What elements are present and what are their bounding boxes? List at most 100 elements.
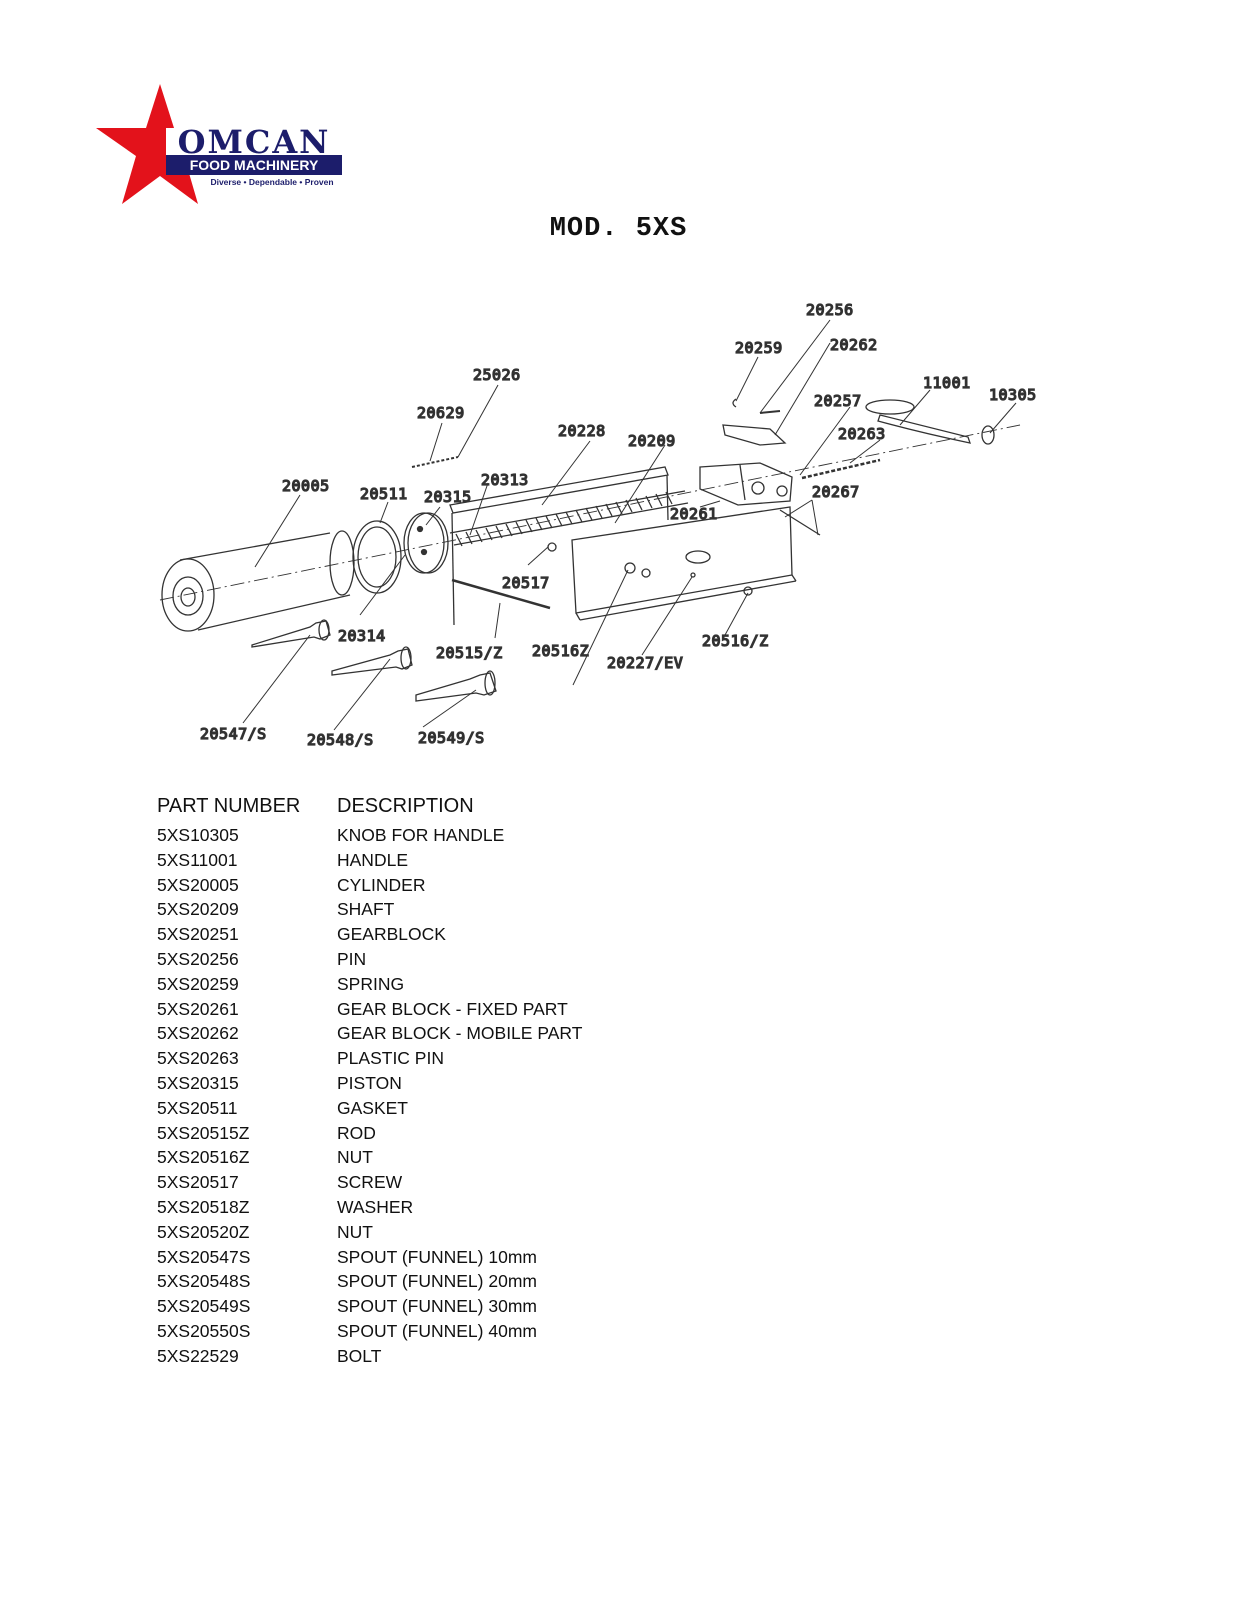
callout-20515-z: 20515/Z — [436, 644, 503, 662]
threaded-shaft-part — [449, 490, 689, 547]
part-number-cell: 5XS20515Z — [157, 1122, 250, 1143]
spout-30mm-part — [415, 670, 497, 702]
callout-20516z: 20516Z — [532, 642, 589, 660]
callout-20005: 20005 — [282, 477, 330, 495]
description-cell: ROD — [337, 1122, 376, 1143]
description-cell: SPRING — [337, 973, 405, 994]
callout-20516-z: 20516/Z — [702, 632, 769, 650]
spout-20mm-part — [331, 646, 413, 676]
description-cell: SPOUT (FUNNEL) 20mm — [337, 1271, 537, 1292]
part-number-cell: 5XS20262 — [157, 1023, 239, 1044]
description-cell: NUT — [337, 1147, 373, 1168]
brand-block — [166, 128, 342, 156]
red-star-icon — [96, 84, 224, 204]
part-number-cell: 5XS20005 — [157, 874, 239, 895]
callout-20629: 20629 — [417, 404, 465, 422]
table-row: 5XS20209 SHAFT — [157, 897, 737, 922]
description-cell: GEARBLOCK — [337, 924, 446, 945]
table-row: 5XS20261 GEAR BLOCK - FIXED PART — [157, 997, 737, 1022]
description-cell: WASHER — [337, 1196, 414, 1217]
callout-20267: 20267 — [812, 483, 860, 501]
table-row: 5XS20262 GEAR BLOCK - MOBILE PART — [157, 1021, 737, 1046]
part-number-cell: 5XS20209 — [157, 899, 239, 920]
lower-plate-part — [571, 506, 821, 621]
description-cell: SCREW — [337, 1172, 403, 1193]
omcan-logo: OMCAN FOOD MACHINERY Diverse • Dependabl… — [96, 84, 346, 206]
part-number-cell: 5XS20547S — [157, 1246, 251, 1267]
table-row: 5XS20547S SPOUT (FUNNEL) 10mm — [157, 1245, 737, 1270]
callout-20259: 20259 — [735, 339, 783, 357]
part-number-cell: 5XS20315 — [157, 1072, 239, 1093]
part-number-cell: 5XS20517 — [157, 1172, 239, 1193]
part-number-cell: 5XS22529 — [157, 1345, 239, 1366]
table-row: 5XS20315 PISTON — [157, 1071, 737, 1096]
callout-20313: 20313 — [481, 471, 529, 489]
callout-11001: 11001 — [923, 374, 971, 392]
part-number-cell: 5XS20550S — [157, 1320, 251, 1341]
table-row: 5XS22529 BOLT — [157, 1344, 737, 1369]
callout-20262: 20262 — [830, 336, 878, 354]
callout-10305: 10305 — [989, 386, 1037, 404]
callout-20511: 20511 — [360, 485, 408, 503]
description-cell: BOLT — [337, 1345, 382, 1366]
part-number-cell: 5XS11001 — [157, 849, 238, 870]
description-cell: KNOB FOR HANDLE — [337, 825, 505, 845]
part-number-cell: 5XS20516Z — [157, 1147, 250, 1168]
parts-table: PART NUMBER DESCRIPTION 5XS10305 KNOB FOR… — [157, 795, 737, 1369]
description-cell: SHAFT — [337, 899, 395, 920]
handle-part — [865, 399, 971, 444]
description-cell: GASKET — [337, 1097, 408, 1118]
callout-20314: 20314 — [338, 627, 386, 645]
callout-20209: 20209 — [628, 432, 676, 450]
table-row: 5XS20263 PLASTIC PIN — [157, 1046, 737, 1071]
part-number-cell: 5XS20548S — [157, 1271, 251, 1292]
part-number-cell: 5XS10305 — [157, 825, 239, 845]
brand-name: OMCAN — [178, 123, 331, 161]
part-number-cell: 5XS20263 — [157, 1048, 239, 1069]
description-cell: PLASTIC PIN — [337, 1048, 444, 1069]
callout-20257: 20257 — [814, 392, 862, 410]
gasket-part — [352, 520, 402, 594]
table-row: 5XS20548S SPOUT (FUNNEL) 20mm — [157, 1269, 737, 1294]
description-cell: HANDLE — [337, 849, 408, 870]
description-cell: GEAR BLOCK - FIXED PART — [337, 998, 568, 1019]
description-cell: SPOUT (FUNNEL) 30mm — [337, 1296, 537, 1317]
piston-part — [403, 512, 449, 574]
description-cell: SPOUT (FUNNEL) 10mm — [337, 1246, 537, 1267]
parts-table-header: PART NUMBER DESCRIPTION — [157, 795, 737, 823]
exploded-parts-diagram: 20256 20259 20262 25026 11001 10305 2025… — [140, 295, 1060, 765]
part-number-cell: 5XS20259 — [157, 973, 239, 994]
part-number-cell: 5XS20256 — [157, 948, 239, 969]
table-row: 5XS10305 KNOB FOR HANDLE — [157, 823, 737, 848]
table-row: 5XS11001 HANDLE — [157, 848, 737, 873]
callout-20256: 20256 — [806, 301, 854, 319]
part-number-cell: 5XS20549S — [157, 1296, 251, 1317]
knob-part — [981, 425, 995, 445]
callout-20517: 20517 — [502, 574, 550, 592]
gear-block-mobile-part — [722, 424, 787, 446]
callout-20261: 20261 — [670, 505, 718, 523]
subtitle-band — [166, 155, 342, 175]
part-number-cell: 5XS20261 — [157, 998, 239, 1019]
callout-20548-s: 20548/S — [307, 731, 374, 749]
description-cell: GEAR BLOCK - MOBILE PART — [337, 1023, 583, 1044]
description-cell: NUT — [337, 1221, 373, 1242]
part-number-header: PART NUMBER — [157, 795, 301, 817]
callout-25026: 25026 — [473, 366, 521, 384]
table-row: 5XS20005 CYLINDER — [157, 873, 737, 898]
part-number-cell: 5XS20251 — [157, 924, 239, 945]
callout-20547-s: 20547/S — [200, 725, 267, 743]
callout-20263: 20263 — [838, 425, 886, 443]
description-cell: PISTON — [337, 1072, 402, 1093]
description-cell: CYLINDER — [337, 874, 426, 895]
table-row: 5XS20516Z NUT — [157, 1145, 737, 1170]
model-title: MOD. 5XS — [549, 214, 688, 244]
table-row: 5XS20549S SPOUT (FUNNEL) 30mm — [157, 1294, 737, 1319]
brand-subtitle: FOOD MACHINERY — [190, 157, 319, 173]
upper-guide-part — [449, 466, 669, 626]
description-cell: PIN — [337, 948, 367, 969]
